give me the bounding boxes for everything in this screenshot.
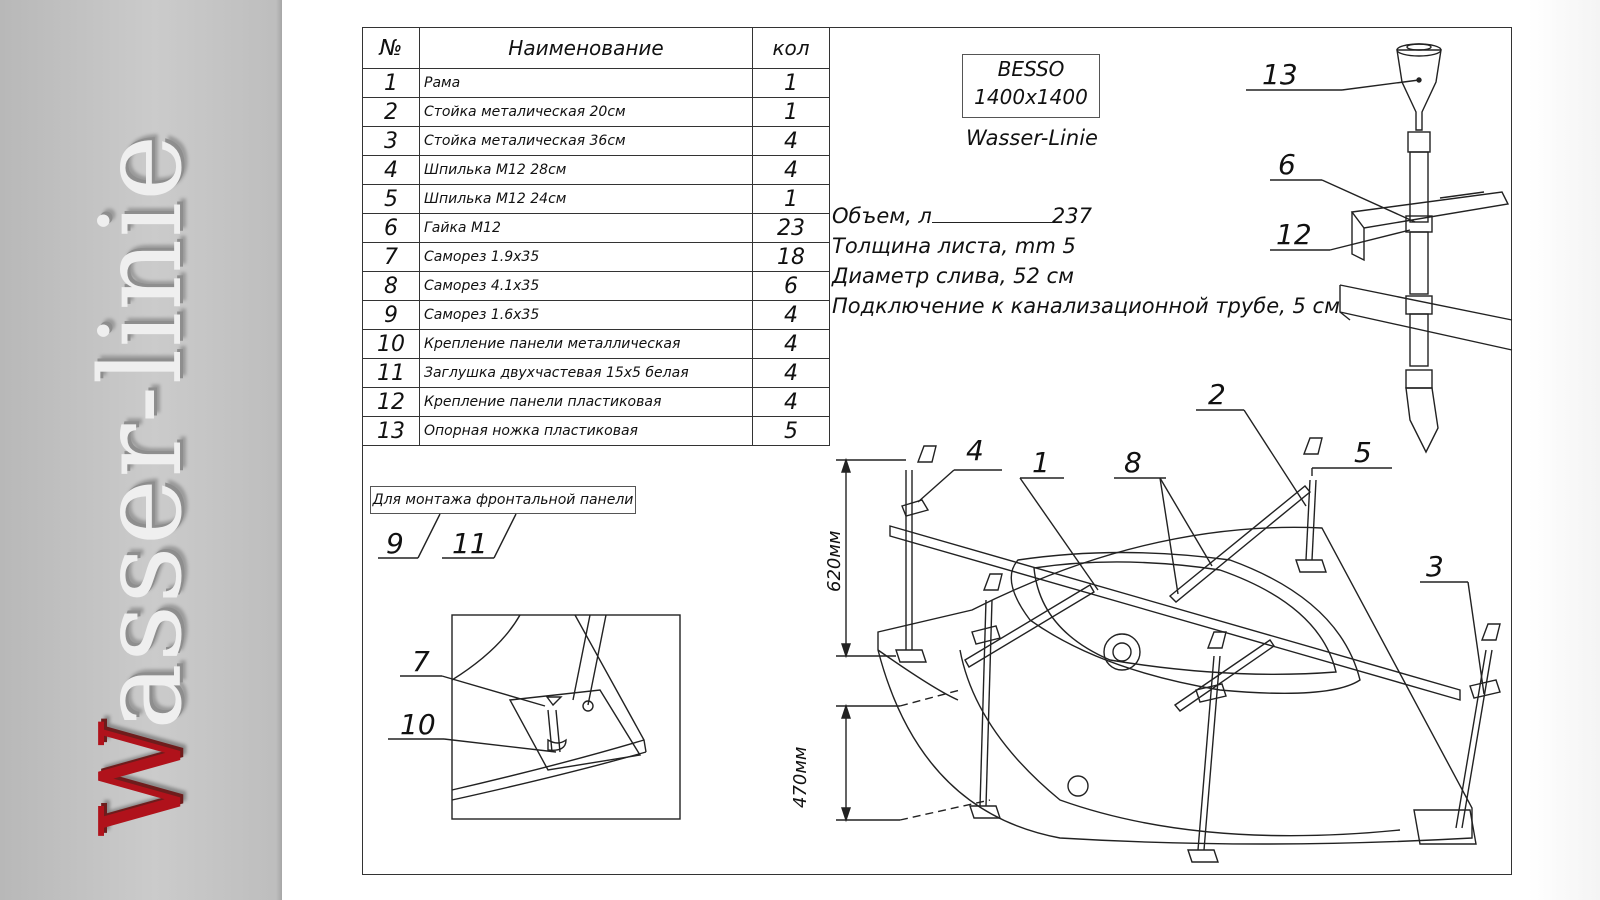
callout-6: 6 [1278, 148, 1296, 181]
front-panel-note: Для монтажа фронтальной панели [370, 486, 636, 514]
spec-drain: Диаметр слива, 52 см [832, 264, 1074, 288]
drawing-frame [362, 27, 1512, 875]
dimension-lines: 620мм 470мм [790, 457, 991, 823]
note-callouts: 9 11 [378, 513, 517, 560]
callout-4: 4 [966, 434, 984, 467]
callout-12: 12 [1276, 218, 1312, 251]
part-name: Шпилька М12 24см [419, 184, 753, 214]
part-name: Стойка металическая 36см [419, 126, 753, 156]
model-size: 1400x1400 [974, 85, 1088, 109]
model-name: BESSO [997, 57, 1065, 81]
part-name: Крепление панели пластиковая [419, 387, 753, 417]
callout-3: 3 [1426, 550, 1444, 583]
part-number: 6 [362, 213, 420, 243]
part-name: Гайка М12 [419, 213, 753, 243]
part-number: 11 [362, 358, 420, 388]
part-name: Саморез 1.6х35 [419, 300, 753, 330]
part-qty: 4 [752, 358, 830, 388]
part-number: 9 [362, 300, 420, 330]
callout-11: 11 [452, 527, 488, 560]
callout-5: 5 [1354, 436, 1372, 469]
callout-1: 1 [1032, 446, 1050, 479]
leg-assembly-detail: 13 6 12 [1246, 43, 1513, 454]
callout-7: 7 [412, 645, 430, 678]
part-name: Саморез 1.9х35 [419, 242, 753, 272]
part-number: 4 [362, 155, 420, 185]
dim-tub-height: 470мм [790, 746, 811, 808]
model-title-block: BESSO 1400x1400 [962, 54, 1100, 118]
callout-9: 9 [386, 527, 404, 560]
sheet-edge [1528, 0, 1600, 900]
detail-view-panel-mount: 7 10 [388, 614, 681, 820]
part-number: 5 [362, 184, 420, 214]
part-qty: 4 [752, 329, 830, 359]
spec-thickness: Толщина листа, mm 5 [832, 234, 1076, 258]
header-qty: кол [752, 27, 830, 69]
part-qty: 1 [752, 184, 830, 214]
part-qty: 4 [752, 387, 830, 417]
callout-13: 13 [1262, 58, 1298, 91]
manufacturer-label: Wasser-Linie [966, 126, 1098, 150]
part-number: 13 [362, 416, 420, 446]
part-number: 12 [362, 387, 420, 417]
part-qty: 5 [752, 416, 830, 446]
part-name: Саморез 4.1х35 [419, 271, 753, 301]
callout-8: 8 [1124, 446, 1142, 479]
part-number: 7 [362, 242, 420, 272]
brand-sidebar: Wasser-linie [0, 0, 282, 900]
part-qty: 23 [752, 213, 830, 243]
part-name: Крепление панели металлическая [419, 329, 753, 359]
bath-frame-assembly: 4 1 8 2 5 3 [877, 378, 1501, 863]
part-name: Опорная ножка пластиковая [419, 416, 753, 446]
dim-frame-height: 620мм [824, 530, 845, 592]
part-qty: 4 [752, 126, 830, 156]
callout-2: 2 [1208, 378, 1226, 411]
part-number: 1 [362, 68, 420, 98]
callout-10: 10 [400, 708, 436, 741]
part-qty: 18 [752, 242, 830, 272]
part-qty: 1 [752, 68, 830, 98]
part-qty: 1 [752, 97, 830, 127]
part-number: 2 [362, 97, 420, 127]
spec-sewer: Подключение к канализационной трубе, 5 с… [832, 294, 1340, 318]
